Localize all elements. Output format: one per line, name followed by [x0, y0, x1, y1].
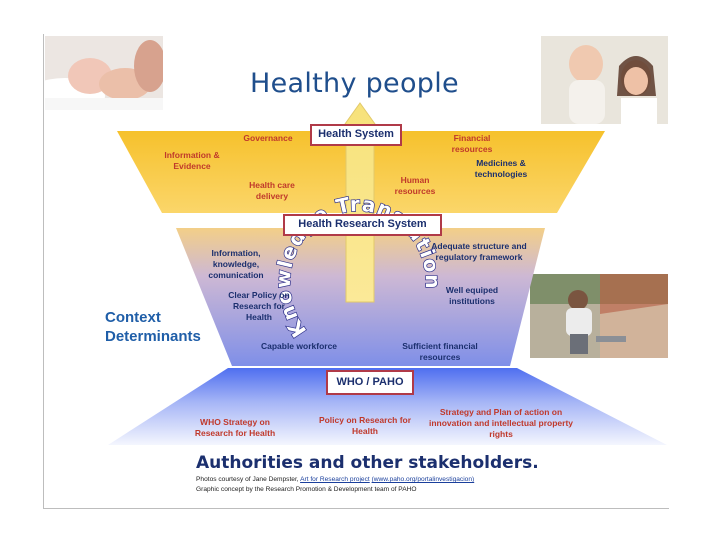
credit-prefix: Photos courtesy of Jane Dempster,	[196, 476, 299, 483]
credit-line-1: Photos courtesy of Jane Dempster, Art fo…	[196, 475, 474, 485]
label-who-strategy: WHO Strategy on Research for Health	[188, 417, 282, 439]
label-governance: Governance	[236, 133, 300, 144]
credit-link-url[interactable]: (www.paho.org/portalinvestigacion)	[372, 476, 475, 483]
photo-credits: Photos courtesy of Jane Dempster, Art fo…	[196, 475, 474, 494]
credit-link-project[interactable]: Art for Research project	[300, 476, 370, 483]
label-clear-policy: Clear Policy on Research for Health	[226, 290, 292, 323]
label-medicines-technologies: Medicines & technologies	[468, 158, 534, 180]
label-capable-workforce: Capable workforce	[254, 341, 344, 352]
who-paho-box: WHO / PAHO	[326, 370, 414, 395]
authorities-heading: Authorities and other stakeholders.	[196, 453, 539, 473]
label-information-knowledge: Information, knowledge, comunication	[202, 248, 270, 281]
label-policy-research: Policy on Research for Health	[318, 415, 412, 437]
label-strategy-plan: Strategy and Plan of action on innovatio…	[428, 407, 574, 440]
label-health-care-delivery: Health care delivery	[244, 180, 300, 202]
context-line-2: Determinants	[105, 327, 201, 346]
label-sufficient-financial: Sufficient financial resources	[396, 341, 484, 363]
context-determinants: Context Determinants	[105, 308, 201, 346]
context-line-1: Context	[105, 308, 201, 327]
label-human-resources: Human resources	[392, 175, 438, 197]
label-information-evidence: Information & Evidence	[156, 150, 228, 172]
label-financial-resources: Financial resources	[445, 133, 499, 155]
label-adequate-structure: Adequate structure and regulatory framew…	[424, 241, 534, 263]
credit-line-2: Graphic concept by the Research Promotio…	[196, 485, 474, 495]
label-well-equiped: Well equiped institutions	[440, 285, 504, 307]
health-research-system-box: Health Research System	[283, 214, 442, 236]
health-system-box: Health System	[310, 124, 402, 146]
